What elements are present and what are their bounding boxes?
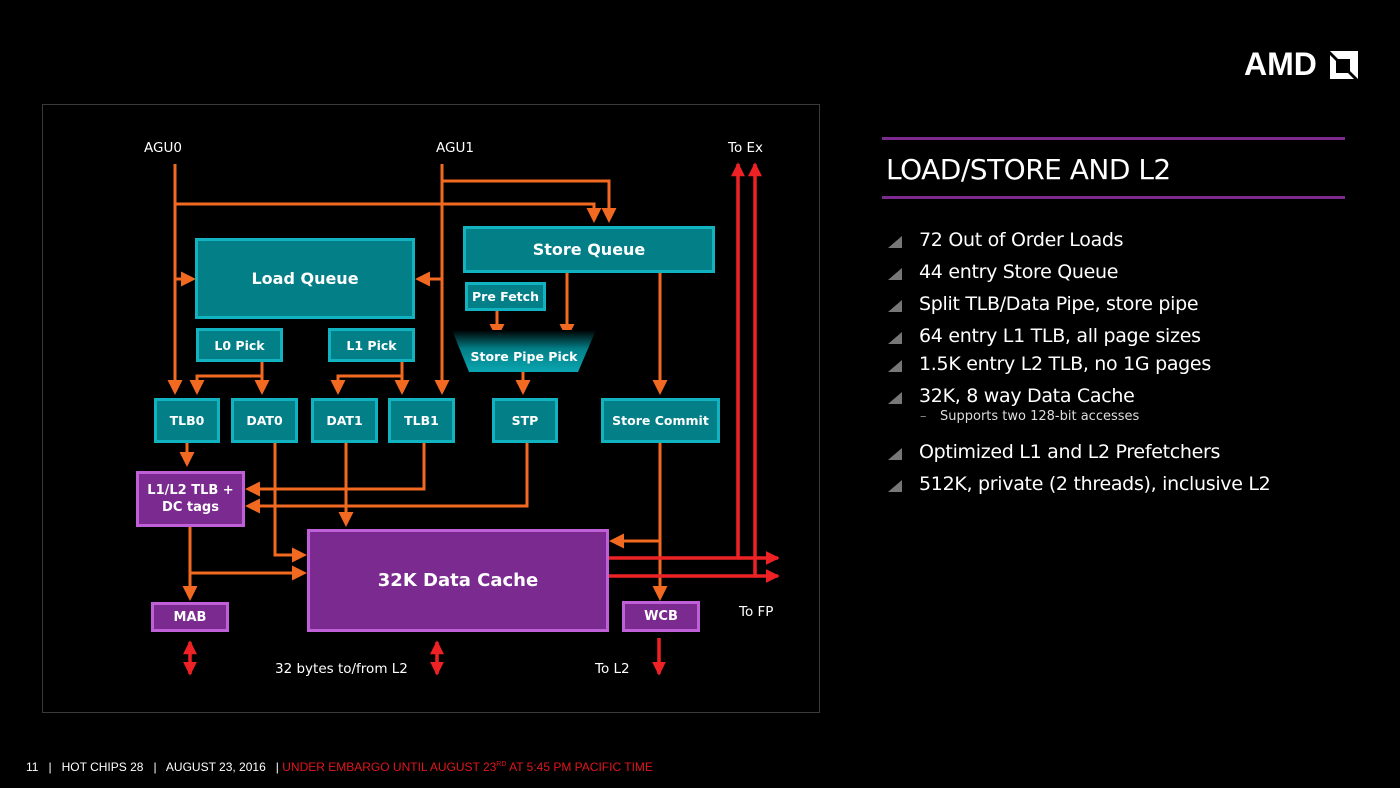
bullet-item: Optimized L1 and L2 Prefetchers [888, 440, 1358, 464]
mab-block: MAB [151, 602, 229, 632]
dash-icon: – [920, 409, 927, 424]
bullet-text: 64 entry L1 TLB, all page sizes [919, 325, 1201, 347]
bullet-text: Split TLB/Data Pipe, store pipe [919, 293, 1199, 315]
footer-event: HOT CHIPS 28 [61, 760, 144, 774]
wcb-block: WCB [622, 601, 700, 632]
bullet-text: 72 Out of Order Loads [919, 229, 1124, 251]
tlb-dc-tags-line2: DC tags [162, 500, 219, 515]
bullet-triangle-icon [888, 300, 902, 312]
tlb0-block: TLB0 [154, 398, 220, 443]
wire-dat0-cache [273, 442, 307, 563]
stp-block: STP [492, 398, 558, 443]
amd-logo-text: AMD [1244, 46, 1317, 82]
label-to-l2: To L2 [595, 661, 630, 677]
bullet-item: 72 Out of Order Loads [888, 228, 1358, 252]
diagram-frame [42, 104, 820, 713]
pre-fetch-block: Pre Fetch [465, 282, 546, 311]
footer-embargo-prefix: UNDER EMBARGO UNTIL AUGUST 23 [282, 760, 497, 774]
tlb-dc-tags-block: L1/L2 TLB + DC tags [136, 471, 245, 527]
store-commit-block: Store Commit [601, 398, 720, 443]
sub-bullet-item: –Supports two 128-bit accesses [888, 408, 1358, 426]
bullet-text: 44 entry Store Queue [919, 261, 1119, 283]
footer-embargo-sup: RD [496, 761, 507, 768]
bullet-item: 32K, 8 way Data Cache [888, 384, 1358, 408]
footer-date: AUGUST 23, 2016 [165, 760, 266, 774]
bullet-list: 72 Out of Order Loads 44 entry Store Que… [888, 228, 1358, 496]
bullet-text: 32K, 8 way Data Cache [919, 385, 1135, 407]
bullet-item: 1.5K entry L2 TLB, no 1G pages [888, 352, 1358, 376]
store-pipe-pick-label: Store Pipe Pick [470, 348, 578, 364]
label-l2-bus: 32 bytes to/from L2 [275, 661, 408, 677]
tlb-dc-tags-line1: L1/L2 TLB + [147, 483, 234, 498]
label-to-fp: To FP [739, 604, 774, 620]
bullet-triangle-icon [888, 392, 902, 404]
l1-pick-block: L1 Pick [328, 328, 415, 362]
wire-cache-toex-1 [607, 162, 745, 560]
store-queue-block: Store Queue [463, 226, 715, 273]
tlb1-block: TLB1 [388, 398, 455, 443]
title-rule-bottom [882, 196, 1345, 199]
amd-arrow-icon [1330, 51, 1358, 79]
store-pipe-pick-shape [452, 330, 596, 372]
bullet-text: Optimized L1 and L2 Prefetchers [919, 441, 1221, 463]
bullet-item: 44 entry Store Queue [888, 260, 1358, 284]
footer-separator: | [275, 760, 279, 774]
bullet-triangle-icon [888, 448, 902, 460]
bullet-triangle-icon [888, 268, 902, 280]
bullet-item: 64 entry L1 TLB, all page sizes [888, 324, 1358, 348]
bullet-triangle-icon [888, 480, 902, 492]
bullet-item: Split TLB/Data Pipe, store pipe [888, 292, 1358, 316]
footer-separator: | [153, 760, 157, 774]
bullet-text: 512K, private (2 threads), inclusive L2 [919, 473, 1271, 495]
bullet-triangle-icon [888, 360, 902, 372]
wire-agu1-storequeue [442, 179, 617, 223]
wire-agu0-storequeue [175, 202, 602, 223]
wire-tlb1-tags [245, 442, 426, 497]
sub-bullet-text: Supports two 128-bit accesses [940, 409, 1140, 424]
amd-logo: AMD [1244, 46, 1360, 82]
title-rule-top [882, 137, 1345, 140]
data-cache-block: 32K Data Cache [307, 529, 609, 632]
slide-title: LOAD/STORE AND L2 [886, 153, 1171, 186]
label-agu0: AGU0 [144, 140, 182, 156]
bullet-item: 512K, private (2 threads), inclusive L2 [888, 472, 1358, 496]
bullet-triangle-icon [888, 332, 902, 344]
load-queue-block: Load Queue [195, 238, 415, 319]
footer-page-number: 11 [26, 760, 39, 774]
bullet-triangle-icon [888, 236, 902, 248]
footer-embargo-suffix: AT 5:45 PM PACIFIC TIME [506, 760, 653, 774]
label-to-ex: To Ex [728, 140, 764, 156]
footer-separator: | [48, 760, 52, 774]
footer: 11 | HOT CHIPS 28 | AUGUST 23, 2016 | UN… [26, 760, 653, 774]
title-section: LOAD/STORE AND L2 [882, 137, 1345, 199]
bullet-text: 1.5K entry L2 TLB, no 1G pages [919, 353, 1211, 375]
wire-stp-tags [245, 442, 529, 514]
dat1-block: DAT1 [311, 398, 378, 443]
dat0-block: DAT0 [231, 398, 298, 443]
label-agu1: AGU1 [436, 140, 474, 156]
l0-pick-block: L0 Pick [196, 328, 283, 362]
